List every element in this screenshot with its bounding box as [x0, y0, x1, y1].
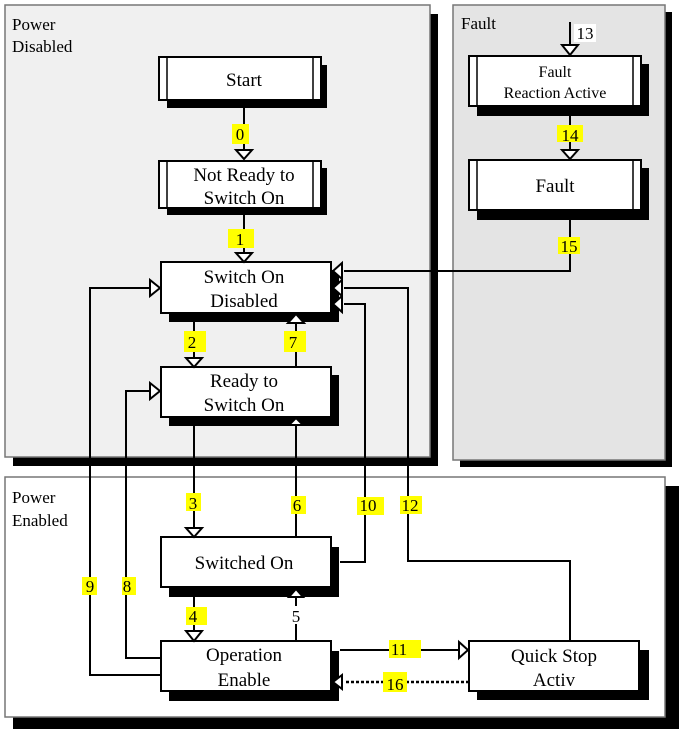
transition-label-5: 5	[292, 607, 301, 626]
state-start[interactable]: Start	[158, 56, 327, 108]
transition-label-6: 6	[293, 496, 302, 515]
transition-label-16: 16	[387, 675, 404, 694]
region-label-enabled: Enabled	[12, 511, 68, 530]
arrow-down-icon	[559, 149, 581, 161]
state-label-line2: Reaction Active	[504, 85, 607, 102]
transition-label-8: 8	[123, 577, 132, 596]
arrow-down-icon	[183, 357, 205, 369]
transition-label-7: 7	[289, 333, 298, 352]
transition-label-15: 15	[561, 237, 578, 256]
region-label-power-2: Power	[12, 488, 56, 507]
transition-label-12: 12	[402, 496, 419, 515]
transition-label-4: 4	[189, 607, 198, 626]
state-switch-on-disabled[interactable]: Switch On Disabled	[160, 261, 339, 322]
state-label-line1: Switch On	[204, 267, 285, 288]
arrow-left-icon	[331, 672, 343, 692]
state-label-line1: Ready to	[210, 371, 278, 392]
transition-label-13: 13	[577, 24, 594, 43]
state-label-line1: Fault	[539, 64, 572, 81]
arrow-up-icon	[285, 312, 307, 324]
state-switched-on[interactable]: Switched On	[160, 536, 339, 597]
arrow-down-icon	[233, 149, 255, 161]
transition-label-2: 2	[188, 333, 197, 352]
state-label: Fault	[535, 176, 575, 197]
state-label-line1: Quick Stop	[511, 646, 597, 667]
arrow-right-icon	[458, 639, 470, 661]
arrow-down-icon	[183, 527, 205, 539]
region-label-disabled: Disabled	[12, 37, 73, 56]
state-ready-to-switch-on[interactable]: Ready to Switch On	[160, 366, 339, 426]
state-not-ready-to-switch-on[interactable]: Not Ready to Switch On	[158, 160, 327, 215]
state-operation-enable[interactable]: Operation Enable	[160, 640, 339, 701]
transition-label-1: 1	[236, 230, 245, 249]
state-label: Start	[226, 70, 263, 91]
state-label-line1: Operation	[206, 645, 282, 666]
arrow-down-icon	[559, 44, 581, 57]
arrow-down-icon	[183, 630, 205, 643]
arrow-left-icon	[331, 260, 343, 282]
transition-labels: 0 1 2 7 3 6 10 12 9 8 4 5 11 16 13 14 15	[82, 24, 596, 694]
arrowheads	[149, 44, 581, 692]
transition-label-3: 3	[189, 494, 198, 513]
state-label-line2: Enable	[218, 670, 271, 691]
state-quick-stop-activ[interactable]: Quick Stop Activ	[468, 640, 649, 700]
state-label-line2: Switch On	[204, 395, 285, 416]
state-label-line2: Disabled	[210, 291, 278, 312]
transition-label-9: 9	[86, 577, 95, 596]
region-label-power: Power	[12, 15, 56, 34]
arrow-up-icon	[286, 416, 306, 426]
arrow-down-icon	[233, 252, 255, 264]
state-label: Switched On	[195, 553, 294, 574]
arrow-left-icon	[331, 293, 343, 315]
arrow-right-icon	[149, 380, 162, 402]
transition-label-14: 14	[562, 126, 580, 145]
state-fault-reaction-active[interactable]: Fault Reaction Active	[468, 55, 649, 116]
transition-label-0: 0	[236, 125, 245, 144]
state-fault[interactable]: Fault	[468, 159, 649, 220]
arrow-up-icon	[286, 587, 306, 598]
transition-label-11: 11	[391, 640, 407, 659]
region-label-fault: Fault	[461, 14, 496, 33]
arrow-right-icon	[149, 277, 162, 299]
transition-label-10: 10	[360, 496, 377, 515]
state-label-line1: Not Ready to	[193, 165, 294, 186]
arrow-left-icon	[331, 277, 343, 299]
state-label-line2: Switch On	[204, 188, 285, 209]
state-label-line2: Activ	[533, 670, 576, 691]
